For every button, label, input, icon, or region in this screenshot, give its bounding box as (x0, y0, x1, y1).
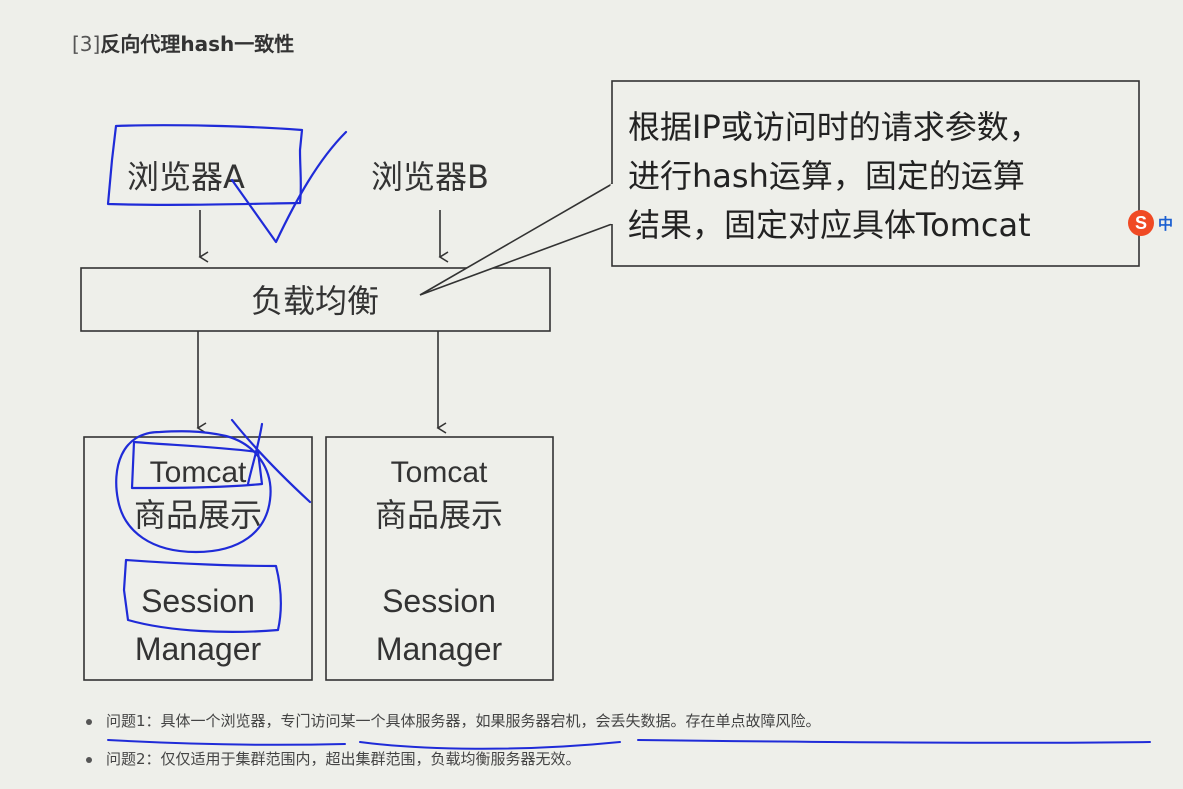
heading-title: 反向代理hash一致性 (100, 32, 295, 56)
load-balancer-box (80, 267, 551, 332)
heading-prefix: [3] (72, 32, 101, 56)
note-item-1: 问题1：具体一个浏览器，专门访问某一个具体服务器，如果服务器宕机，会丢失数据。存… (86, 702, 821, 740)
tomcat-1-circle (115, 430, 272, 554)
server-2-service: 商品展示 (375, 496, 503, 534)
callout-line-3: 结果，固定对应具体Tomcat (628, 206, 1031, 244)
server-1-service: 商品展示 (134, 496, 262, 534)
server-2-session-line1: Session (382, 583, 496, 619)
browser-a-check-mark (230, 130, 348, 244)
hand-annotations (106, 124, 348, 633)
bullet-icon (86, 756, 92, 763)
browser-a-highlight-box (106, 124, 304, 206)
callout-line-1: 根据IP或访问时的请求参数， (628, 108, 1041, 146)
browser-b-label: 浏览器B (371, 158, 489, 196)
server-2-session-line2: Manager (376, 631, 503, 667)
sogou-logo-icon: S (1128, 210, 1154, 236)
server-box-2 (325, 436, 554, 681)
architecture-diagram: 浏览器A 浏览器B 负载均衡 根据IP或访问时的请求参数， 进行hash运算，固… (80, 80, 1140, 681)
ime-language-label: 中 (1158, 214, 1174, 233)
server-1-session-line2: Manager (135, 631, 262, 667)
load-balancer-label: 负载均衡 (251, 282, 379, 320)
server-1-session-line1: Session (141, 583, 255, 619)
session-1-highlight-box (122, 558, 282, 633)
bullet-icon (86, 718, 92, 725)
browser-a-label: 浏览器A (127, 158, 245, 196)
server-1-cross-mark (230, 418, 312, 504)
server-box-1 (83, 436, 313, 681)
server-1-name: Tomcat (150, 456, 247, 489)
section-heading: [3]反向代理hash一致性 (72, 28, 294, 57)
note-text-2: 问题2：仅仅适用于集群范围内，超出集群范围，负载均衡服务器无效。 (106, 750, 581, 768)
note-text-1: 问题1：具体一个浏览器，专门访问某一个具体服务器，如果服务器宕机，会丢失数据。存… (106, 712, 821, 730)
server-2-name: Tomcat (391, 456, 488, 489)
tomcat-1-highlight-box (130, 440, 264, 490)
callout-pointer (419, 183, 613, 296)
notes-list: 问题1：具体一个浏览器，专门访问某一个具体服务器，如果服务器宕机，会丢失数据。存… (86, 702, 821, 778)
callout-line-2: 进行hash运算，固定的运算 (628, 157, 1025, 195)
note-item-2: 问题2：仅仅适用于集群范围内，超出集群范围，负载均衡服务器无效。 (86, 740, 821, 778)
callout-box (611, 80, 1140, 267)
